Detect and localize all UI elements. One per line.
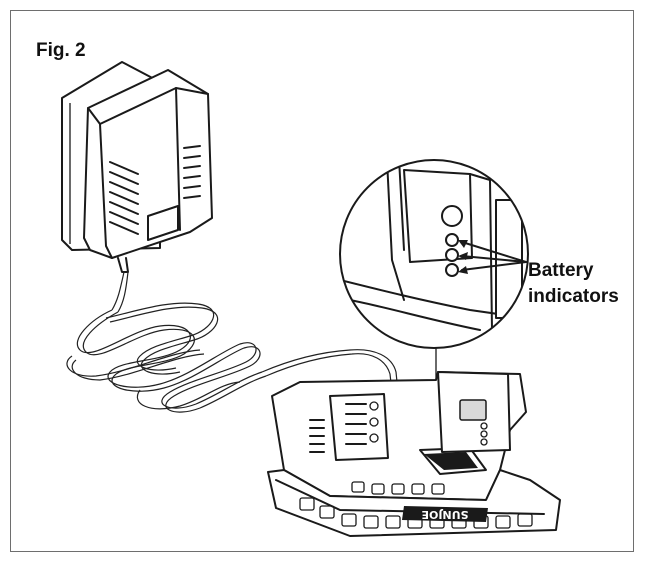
figure-title: Fig. 2 [36,40,86,61]
callout-line-2: indicators [528,286,619,307]
battery-brand-plate [402,506,488,522]
adapter-vents-right [183,145,201,199]
magnified-led-3 [445,263,459,277]
indicator-led-2 [480,430,488,438]
callout-arrows [458,240,527,274]
magnified-led-1 [445,233,459,247]
wall-adapter [83,69,213,273]
battery-indicators-callout: Battery indicators [528,258,619,310]
charger-cord [66,271,399,413]
battery-brand-mark: SUNJOE [421,508,468,521]
figure-frame [10,10,634,552]
indicator-led-1 [480,422,488,430]
battery-pack: SUNJOE [267,371,561,537]
indicator-led-3 [480,438,488,446]
callout-line-1: Battery [528,260,594,281]
adapter-vents-left [109,161,139,235]
terminal-polarity-symbols [369,401,379,443]
magnifier-detail [339,159,529,349]
magnified-button [441,205,463,227]
adapter-label [147,205,179,241]
magnified-led-2 [445,248,459,262]
battery-terminal-slots [309,403,367,453]
